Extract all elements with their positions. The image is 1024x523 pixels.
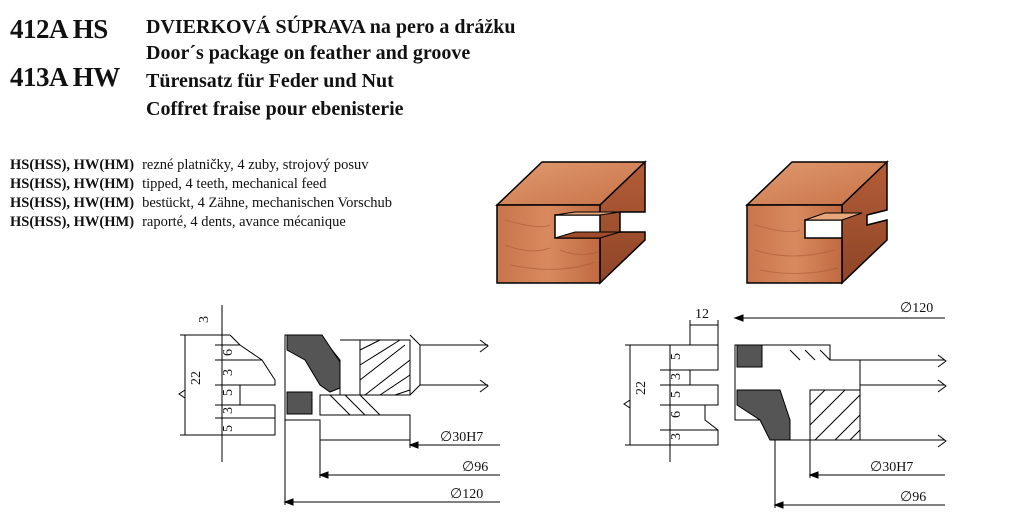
diameter-outer-label: ∅120 (450, 487, 483, 502)
dim-label: 5 (221, 389, 236, 396)
description-de: HS(HSS), HW(HM) bestückt, 4 Zähne, mechan… (10, 194, 430, 213)
title-french: Coffret fraise pour ebenisterie (146, 98, 404, 120)
dim-label: 5 (669, 353, 684, 360)
left-cutter-drawing (178, 305, 500, 506)
dim-label: 5 (221, 425, 236, 432)
bore-label: ∅30H7 (440, 430, 483, 445)
description-sk: HS(HSS), HW(HM) rezné platničky, 4 zuby, … (10, 156, 430, 175)
dim-label: 3 (221, 407, 236, 414)
right-dimension-labels: 12 5 3 5 6 3 22 ∅120 ∅30H7 ∅96 (634, 301, 933, 505)
diameter-outer-label: ∅120 (900, 301, 933, 316)
right-cutter-drawing (623, 314, 947, 509)
wood-profile-tongue (745, 160, 889, 285)
material-label: HS(HSS), HW(HM) (10, 157, 135, 173)
description-text: rezné platničky, 4 zuby, strojový posuv (142, 157, 369, 173)
left-dimension-labels: 3 6 3 5 3 5 22 ∅30H7 ∅96 ∅120 (189, 316, 488, 502)
description-en: HS(HSS), HW(HM) tipped, 4 teeth, mechanic… (10, 175, 430, 194)
dim-label: 3 (221, 369, 236, 376)
description-list: HS(HSS), HW(HM) rezné platničky, 4 zuby, … (10, 156, 430, 232)
diameter-mid-label: ∅96 (462, 460, 488, 475)
dim-label: 3 (197, 316, 212, 323)
material-label: HS(HSS), HW(HM) (10, 195, 135, 211)
material-label: HS(HSS), HW(HM) (10, 176, 135, 192)
material-label: HS(HSS), HW(HM) (10, 214, 135, 230)
description-text: tipped, 4 teeth, mechanical feed (142, 176, 327, 192)
dim-total-label: 22 (634, 381, 649, 395)
product-code-hs: 412A HS (10, 14, 108, 44)
dim-width-label: 12 (695, 307, 709, 322)
dim-label: 5 (669, 391, 684, 398)
dim-label: 6 (221, 349, 236, 356)
description-text: raporté, 4 dents, avance mécanique (142, 214, 346, 230)
dim-label: 3 (669, 373, 684, 380)
dim-label: 6 (669, 411, 684, 418)
diameter-mid-label: ∅96 (900, 490, 926, 505)
title-slovak: DVIERKOVÁ SÚPRAVA na pero a drážku (146, 16, 516, 38)
dim-total-label: 22 (189, 371, 204, 385)
description-text: bestückt, 4 Zähne, mechanischen Vorschub (142, 195, 392, 211)
description-fr: HS(HSS), HW(HM) raporté, 4 dents, avance … (10, 213, 430, 232)
dim-label: 3 (669, 433, 684, 440)
bore-label: ∅30H7 (870, 460, 913, 475)
wood-profile-groove (495, 160, 647, 285)
product-code-hw: 413A HW (10, 62, 120, 92)
title-english: Door´s package on feather and groove (146, 42, 471, 64)
title-german: Türensatz für Feder und Nut (146, 70, 394, 92)
